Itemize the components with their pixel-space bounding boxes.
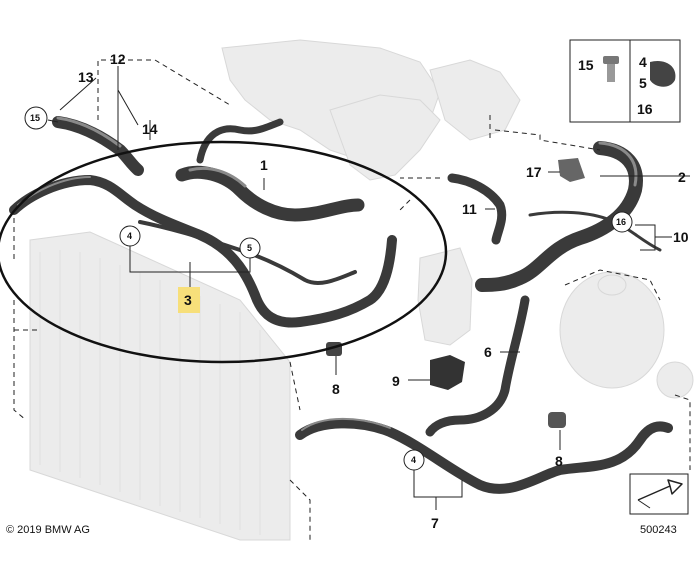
hose-part-7 [295,417,673,494]
circle-callout-5a: 5 [239,237,261,259]
bracket-part-9 [430,355,465,390]
circle-callout-4a: 4 [119,225,141,247]
callout-16-circled: 16 [616,217,626,227]
callout-4-circled-bottom: 4 [411,455,416,465]
callout-3-highlight: 3 [178,287,200,313]
expansion-tank-2-ghost [559,271,665,389]
circle-callout-16: 16 [611,211,633,233]
assembly-outline [0,140,448,364]
callout-10: 10 [673,229,689,245]
callout-2: 2 [678,169,686,185]
callout-13: 13 [78,69,94,85]
pump-ghost [656,361,694,399]
callout-14: 14 [142,121,158,137]
callout-3: 3 [184,292,192,308]
callout-6: 6 [484,344,492,360]
callout-15-circled: 15 [30,113,40,123]
radiator-ghost [29,231,291,541]
hose-part-11 [447,173,507,245]
callout-1: 1 [260,157,268,173]
callout-7: 7 [431,515,439,531]
callout-9: 9 [392,373,400,389]
callout-5-circled: 5 [247,243,252,253]
callout-8-left: 8 [332,381,340,397]
dashed-leaders [13,59,691,540]
callout-4-circled: 4 [127,231,132,241]
callout-12: 12 [110,51,126,67]
callout-11: 11 [462,201,477,217]
clamp-part-8-right [548,412,566,428]
hose-part-15 [52,116,144,176]
hose-part-2 [475,141,643,292]
legend-5: 5 [639,75,647,91]
callout-8-right: 8 [555,453,563,469]
bracket-part-17 [558,158,585,182]
leader-lines [47,66,690,510]
circle-callout-4b: 4 [403,449,425,471]
callout-17: 17 [526,164,542,180]
diagram-number: 500243 [640,524,677,536]
hose-part-6 [425,295,530,437]
hose-part-10 [528,210,662,252]
expansion-tank-ghost [417,247,473,346]
view-direction-icon [629,473,689,515]
legend-4: 4 [639,54,647,70]
circle-callout-15: 15 [24,106,48,130]
legend-15: 15 [578,57,594,73]
legend-box [569,39,681,123]
copyright-text: © 2019 BMW AG [6,524,90,536]
engine-block-ghost [221,39,521,181]
legend-16: 16 [637,101,653,117]
